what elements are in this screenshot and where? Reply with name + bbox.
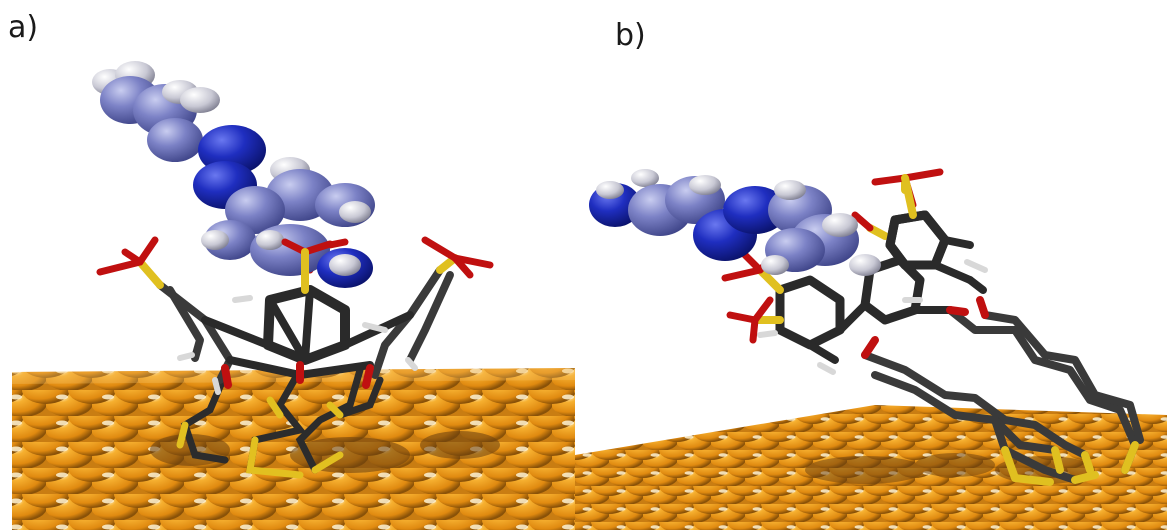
panel-b-render xyxy=(575,168,1167,530)
panel-a-render xyxy=(12,61,575,530)
calixarene-a xyxy=(156,266,454,395)
panel-label-b: b) xyxy=(615,18,646,53)
panel-b: b) xyxy=(575,0,1167,530)
panel-label-a: a) xyxy=(8,10,39,45)
panel-a: a) xyxy=(0,0,580,530)
alkyl-chains-b xyxy=(861,306,1144,486)
anchor-chains-a xyxy=(176,366,384,479)
guest-molecule-b xyxy=(589,169,881,276)
guest-molecule-a xyxy=(92,61,375,288)
